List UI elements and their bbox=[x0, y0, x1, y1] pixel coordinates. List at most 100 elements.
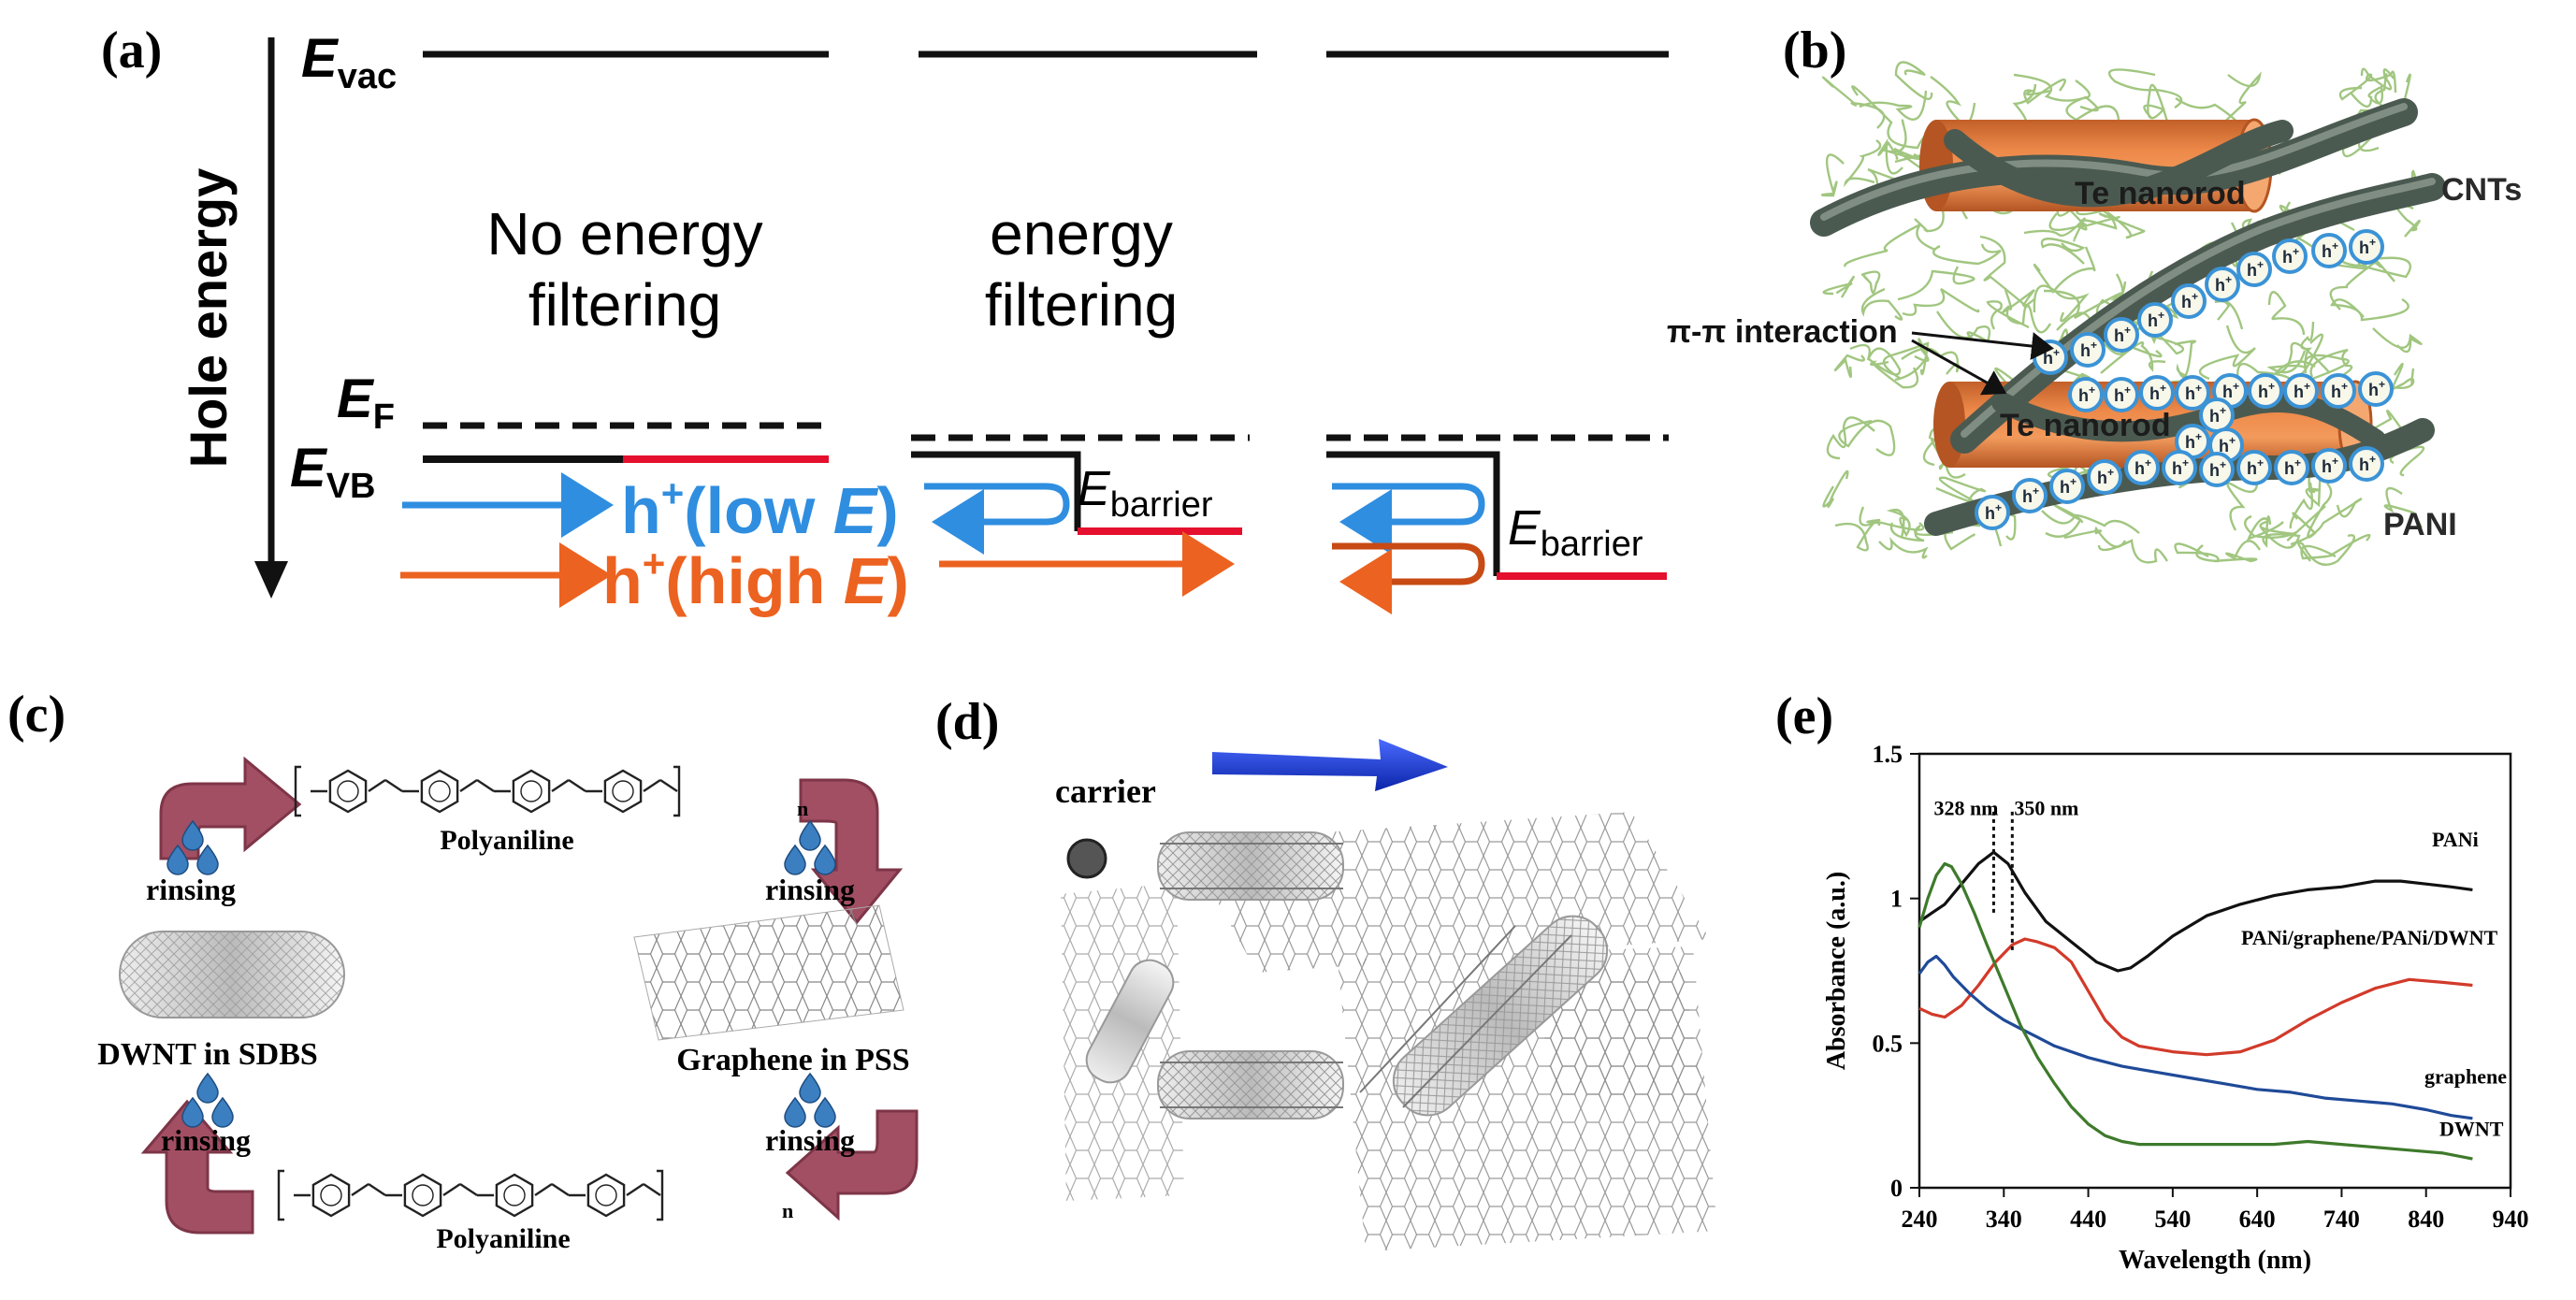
bracket-right bbox=[657, 1169, 664, 1221]
series-line-dwnt bbox=[1918, 861, 2473, 1161]
pani-fiber bbox=[2309, 348, 2353, 383]
pani-fiber bbox=[2246, 517, 2295, 542]
pani-fiber bbox=[1878, 536, 1929, 559]
evac-label: Evac bbox=[301, 28, 397, 96]
hole-marker bbox=[2274, 450, 2309, 485]
polyaniline-label-top: Polyaniline bbox=[440, 825, 573, 856]
pani-fiber bbox=[2013, 73, 2091, 102]
pani-fiber bbox=[1881, 119, 1922, 161]
cycle-arrow-top-left bbox=[159, 756, 302, 860]
pani-fiber bbox=[2045, 503, 2084, 538]
pani-fiber bbox=[1986, 300, 2030, 330]
pani-fiber bbox=[2063, 526, 2127, 548]
water-drop-icon bbox=[181, 819, 204, 851]
rinsing-drops-3 bbox=[784, 1072, 836, 1128]
x-tick-label: 740 bbox=[2323, 1206, 2360, 1233]
series-label: DWNT bbox=[2439, 1117, 2504, 1140]
pani-fiber bbox=[2213, 540, 2262, 563]
pani-fiber bbox=[2292, 483, 2333, 539]
pani-fiber bbox=[2099, 211, 2146, 239]
water-drop-icon bbox=[799, 819, 821, 851]
panel-d-label: (d) bbox=[935, 693, 999, 751]
benzene-ring-inner bbox=[520, 780, 543, 802]
rinsing-label-3: rinsing bbox=[765, 1123, 855, 1157]
hole-text: h+ bbox=[2060, 475, 2077, 497]
water-drop-icon bbox=[814, 1096, 836, 1128]
chain-bond bbox=[568, 779, 586, 792]
benzene-ring bbox=[403, 1173, 442, 1218]
panel-c: (c) rinsing rinsing rinsing rinsing Poly… bbox=[7, 686, 919, 1254]
pani-fiber bbox=[2327, 243, 2412, 279]
chain-bond bbox=[659, 779, 678, 792]
series-line-pani bbox=[1918, 850, 2473, 973]
pani-fiber bbox=[1886, 508, 1911, 539]
chain-bond bbox=[551, 779, 570, 792]
benzene-ring-inner bbox=[595, 1184, 617, 1206]
hole-marker bbox=[2137, 302, 2173, 338]
pani-fiber bbox=[2301, 333, 2350, 384]
nanotube-network bbox=[1085, 831, 1609, 1119]
pani-fiber bbox=[2214, 299, 2244, 330]
benzene-ring bbox=[420, 769, 459, 814]
chain-bond bbox=[551, 1183, 570, 1196]
series-label: PANi/graphene/PANi/DWNT bbox=[2241, 926, 2497, 949]
hole-text: h+ bbox=[2181, 290, 2198, 311]
benzene-ring-inner bbox=[428, 780, 451, 802]
hole-marker bbox=[2124, 450, 2160, 485]
water-drop-icon bbox=[196, 1072, 219, 1104]
pani-fiber bbox=[2107, 68, 2183, 109]
benzene-ring-inner bbox=[412, 1184, 434, 1206]
rinsing-drops-1 bbox=[166, 819, 219, 875]
chain-bond bbox=[459, 779, 478, 792]
hole-text: h+ bbox=[2022, 484, 2039, 506]
pani-fiber bbox=[1922, 437, 1966, 479]
evb-label: EVB bbox=[290, 438, 375, 506]
cycle-arrow-top-right bbox=[799, 778, 904, 925]
pani-fiber bbox=[1843, 139, 1882, 188]
hole-text: h+ bbox=[1985, 501, 2002, 523]
x-tick-label: 440 bbox=[2070, 1206, 2106, 1233]
series-line-graphene bbox=[1918, 954, 2473, 1120]
pani-fiber bbox=[1822, 469, 1849, 508]
rinsing-drops-2 bbox=[784, 819, 836, 875]
pani-fiber bbox=[2289, 460, 2314, 529]
bracket-right bbox=[673, 765, 681, 817]
hole-text: h+ bbox=[2294, 380, 2310, 401]
pani-fiber bbox=[1935, 311, 1991, 343]
pani-fiber bbox=[1932, 243, 2002, 266]
hole-marker bbox=[2068, 377, 2104, 412]
pani-fiber bbox=[1833, 354, 1866, 378]
reflected-high-hole-arrow-right bbox=[1332, 542, 1485, 614]
pani-fiber bbox=[2296, 534, 2356, 566]
x-tick-label: 240 bbox=[1902, 1206, 1938, 1233]
x-tick-label: 940 bbox=[2493, 1206, 2529, 1233]
hole-text: h+ bbox=[2185, 382, 2202, 403]
panel-b-label: (b) bbox=[1783, 22, 1846, 79]
hole-marker bbox=[2049, 469, 2085, 504]
pani-fiber bbox=[1844, 223, 1936, 267]
pani-fiber bbox=[2002, 289, 2036, 313]
pi-pi-pointer-1 bbox=[1911, 331, 2054, 360]
pani-fiber bbox=[2041, 510, 2140, 534]
cycle-arrow-bottom-left bbox=[140, 1099, 254, 1235]
hole-text: h+ bbox=[2322, 455, 2338, 476]
subscript-n-top: n bbox=[797, 797, 808, 820]
pani-fiber bbox=[1860, 287, 1903, 321]
barrier-label-right: Ebarrier bbox=[1508, 501, 1643, 564]
pani-fiber bbox=[1820, 153, 1845, 197]
cnt-tube-top-2 bbox=[1944, 120, 2294, 208]
y-tick-label: 0 bbox=[1890, 1175, 1903, 1202]
pani-fiber bbox=[2365, 70, 2397, 94]
hole-text: h+ bbox=[2322, 239, 2338, 261]
water-drop-icon bbox=[814, 844, 836, 875]
pani-fiber bbox=[2374, 68, 2397, 116]
rinsing-label-4: rinsing bbox=[161, 1123, 251, 1157]
pani-fiber bbox=[2065, 95, 2120, 122]
bracket-left bbox=[294, 765, 301, 817]
chain-bond bbox=[384, 779, 403, 792]
hole-marker bbox=[2283, 373, 2319, 409]
reflected-low-hole-arrow-mid bbox=[924, 483, 1070, 555]
hole-marker bbox=[2236, 252, 2272, 287]
hole-marker bbox=[2205, 267, 2240, 302]
